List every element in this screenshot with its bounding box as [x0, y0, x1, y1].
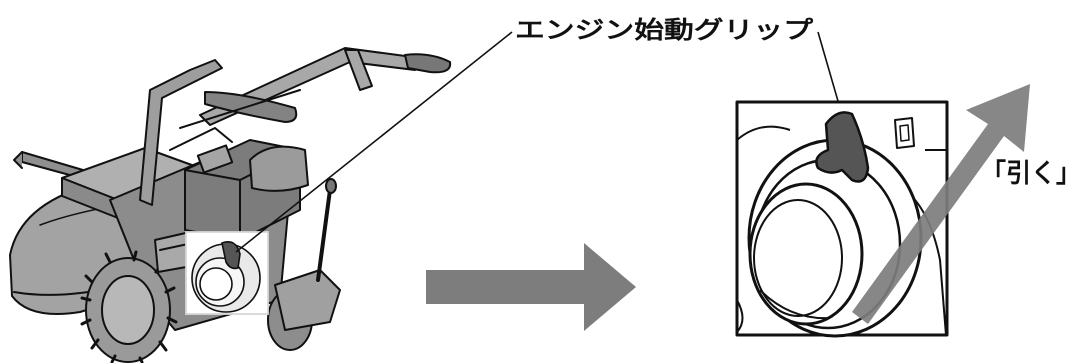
leader-line-right: [817, 31, 841, 109]
starter-housing-small: [185, 231, 269, 315]
leader-lines: [235, 31, 841, 253]
shift-lever: [316, 188, 332, 282]
mower-illustration: [9, 47, 452, 363]
zoomed-starter-panel: [735, 100, 949, 338]
starter-grip-icon: [815, 111, 870, 183]
handle-grip: [404, 53, 452, 74]
handlebar-left: [139, 59, 223, 206]
pull-action-label: 「引く」: [981, 158, 1081, 189]
starter-grip-icon-small: [221, 241, 241, 270]
right-arrow-icon: [426, 243, 636, 331]
part-name-label: エンジン始動グリップ: [515, 16, 814, 44]
handlebar-right: [199, 47, 421, 126]
fuel-tank: [249, 145, 309, 192]
leader-line-left: [235, 31, 513, 253]
diagonal-arrow-icon: [852, 84, 1030, 324]
transmission-box: [274, 269, 341, 331]
